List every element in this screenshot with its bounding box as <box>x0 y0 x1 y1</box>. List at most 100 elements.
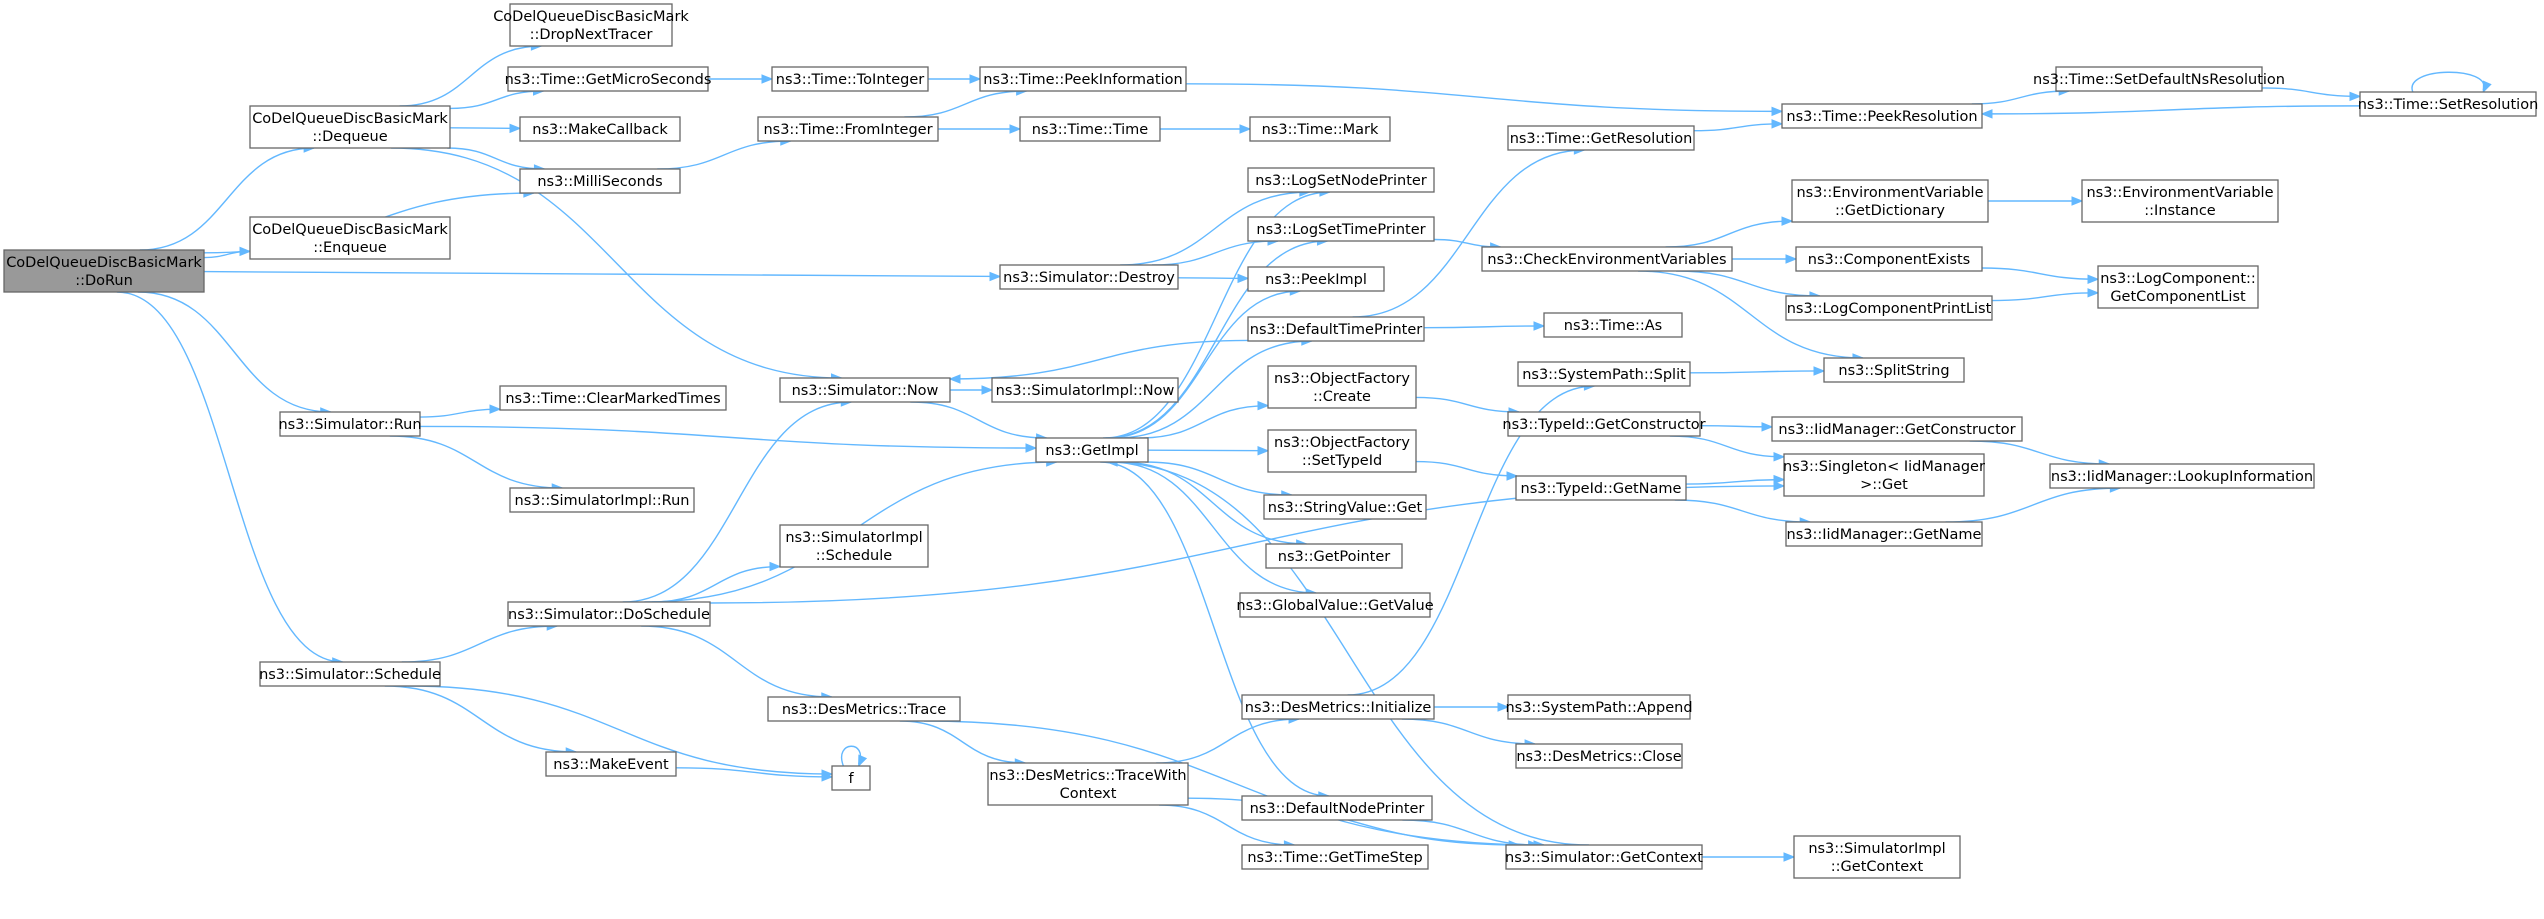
function-node[interactable]: ns3::Time::ToInteger <box>771 66 929 92</box>
function-node[interactable]: f <box>831 765 871 791</box>
edge-line <box>1107 290 1301 439</box>
node-box <box>499 385 727 411</box>
function-node[interactable]: ns3::ObjectFactory::SetTypeId <box>1267 429 1417 473</box>
root-function-node[interactable]: CoDelQueueDiscBasicMark::DoRun <box>3 249 205 293</box>
node-box <box>1507 125 1695 151</box>
function-node[interactable]: ns3::GetImpl <box>1035 437 1149 463</box>
node-box <box>991 377 1179 403</box>
function-node[interactable]: ns3::TypeId::GetConstructor <box>1502 411 1706 437</box>
function-node[interactable]: ns3::Time::ClearMarkedTimes <box>499 385 727 411</box>
edge-line <box>116 291 343 663</box>
function-node[interactable]: ns3::SimulatorImpl::Schedule <box>779 524 929 568</box>
node-box <box>1265 543 1403 569</box>
function-node[interactable]: ns3::Time::Mark <box>1249 116 1391 142</box>
edge-arrowhead <box>1773 481 1786 491</box>
function-node[interactable]: ns3::Simulator::Schedule <box>259 661 441 687</box>
function-node[interactable]: ns3::LogSetNodePrinter <box>1247 167 1435 193</box>
function-node[interactable]: ns3::LogComponentPrintList <box>1785 295 1993 321</box>
edge-line <box>1401 718 1536 745</box>
function-node[interactable]: ns3::Simulator::DoSchedule <box>507 601 711 627</box>
edge-arrowhead <box>1237 273 1250 284</box>
function-node[interactable]: ns3::SystemPath::Split <box>1517 361 1691 387</box>
edge-line <box>1159 804 1295 846</box>
node-box <box>771 66 929 92</box>
edge-n35-to-n39 <box>1147 445 1270 456</box>
function-node[interactable]: ns3::ObjectFactory::Create <box>1267 365 1417 409</box>
function-node[interactable]: ns3::MakeCallback <box>519 116 681 142</box>
function-node[interactable]: ns3::DefaultNodePrinter <box>1241 795 1433 821</box>
function-node[interactable]: ns3::LogComponent::GetComponentList <box>2097 265 2259 309</box>
function-node[interactable]: ns3::SimulatorImpl::Now <box>991 377 1179 403</box>
function-node[interactable]: ns3::Singleton< IidManager >::Get <box>1783 453 1985 497</box>
node-box <box>1241 844 1429 870</box>
function-node[interactable]: ns3::DesMetrics::Initialize <box>1241 694 1435 720</box>
function-node[interactable]: ns3::GetPointer <box>1265 543 1403 569</box>
function-node[interactable]: ns3::Time::GetResolution <box>1507 125 1695 151</box>
function-node[interactable]: ns3::GlobalValue::GetValue <box>1236 592 1434 618</box>
function-node[interactable]: ns3::Time::SetDefaultNsResolution <box>2033 66 2285 92</box>
function-node[interactable]: CoDelQueueDiscBasicMark::Enqueue <box>249 216 451 260</box>
function-node[interactable]: ns3::PeekImpl <box>1247 266 1385 292</box>
function-node[interactable]: ns3::TypeId::GetName <box>1515 475 1687 501</box>
node-box <box>987 762 1189 806</box>
function-node[interactable]: ns3::SystemPath::Append <box>1505 694 1693 720</box>
function-node[interactable]: ns3::Time::GetMicroSeconds <box>505 66 712 92</box>
function-node[interactable]: ns3::Time::PeekResolution <box>1781 103 1983 129</box>
edge-n24-to-n25 <box>1665 216 1794 248</box>
node-label: CoDelQueueDiscBasicMark <box>252 111 448 127</box>
function-node[interactable]: ns3::CheckEnvironmentVariables <box>1481 246 1733 272</box>
function-node[interactable]: ns3::Simulator::Now <box>779 377 951 403</box>
function-node[interactable]: ns3::MakeEvent <box>545 751 677 777</box>
edge-n39-to-n40 <box>1415 460 1519 481</box>
function-node[interactable]: ns3::SplitString <box>1823 357 1965 383</box>
function-node[interactable]: ns3::SimulatorImpl::GetContext <box>1793 835 1961 879</box>
function-node[interactable]: ns3::LogSetTimePrinter <box>1247 216 1435 242</box>
function-node[interactable]: CoDelQueueDiscBasicMark::Dequeue <box>249 105 451 149</box>
node-label: ns3::Simulator::GetContext <box>1505 850 1703 866</box>
edge-arrowhead <box>1761 422 1774 432</box>
function-node[interactable]: ns3::IidManager::LookupInformation <box>2049 463 2315 489</box>
function-node[interactable]: ns3::EnvironmentVariable::Instance <box>2081 179 2279 223</box>
edge-line <box>391 147 842 379</box>
edge-line <box>1981 105 2361 115</box>
edge-arrowhead <box>1257 445 1270 456</box>
function-node[interactable]: ns3::Time::PeekInformation <box>979 66 1187 92</box>
function-node[interactable]: ns3::Time::Time <box>1019 116 1161 142</box>
edge-n51-to-n52 <box>1434 702 1510 712</box>
edge-line <box>419 425 1037 449</box>
function-node[interactable]: ns3::EnvironmentVariable::GetDictionary <box>1791 179 1989 223</box>
node-label: ::Instance <box>2144 203 2216 219</box>
node-box <box>1793 835 1961 879</box>
function-node[interactable]: ns3::Simulator::GetContext <box>1505 844 1703 870</box>
node-label: ns3::Time::PeekResolution <box>1786 109 1977 125</box>
function-node[interactable]: ns3::Time::As <box>1543 312 1683 338</box>
function-node[interactable]: ns3::Time::FromInteger <box>757 116 939 142</box>
function-node[interactable]: ns3::Simulator::Destroy <box>999 264 1179 290</box>
function-node[interactable]: ns3::DesMetrics::Trace <box>767 696 961 722</box>
function-node[interactable]: ns3::MilliSeconds <box>519 168 681 194</box>
node-box <box>1543 312 1683 338</box>
edge-n0-to-n4 <box>203 270 1002 282</box>
edge-arrowhead <box>1771 119 1784 129</box>
function-node[interactable]: ns3::Time::GetTimeStep <box>1241 844 1429 870</box>
edge-n25-to-n26 <box>1988 196 2084 206</box>
node-label: ns3::DefaultNodePrinter <box>1250 801 1425 817</box>
function-node[interactable]: ns3::StringValue::Get <box>1263 494 1427 520</box>
node-box <box>1823 357 1965 383</box>
function-node[interactable]: ns3::IidManager::GetName <box>1785 521 1983 547</box>
function-node[interactable]: CoDelQueueDiscBasicMark::DropNextTracer <box>493 3 689 47</box>
function-node[interactable]: ns3::DesMetrics::Close <box>1515 743 1683 769</box>
function-node[interactable]: ns3::SimulatorImpl::Run <box>509 487 695 513</box>
edge-n16-to-n17 <box>937 124 1022 134</box>
function-node[interactable]: ns3::ComponentExists <box>1795 246 1983 272</box>
edge-arrowhead <box>858 754 868 768</box>
function-node[interactable]: ns3::Time::SetResolution <box>2358 91 2539 117</box>
function-node[interactable]: ns3::IidManager::GetConstructor <box>1771 416 2023 442</box>
edge-n23-to-n10 <box>948 339 1249 384</box>
node-label: ns3::Time::PeekInformation <box>983 72 1182 88</box>
node-label: ns3::DefaultTimePrinter <box>1250 322 1422 338</box>
function-node[interactable]: ns3::Simulator::Run <box>278 411 422 437</box>
function-node[interactable]: ns3::DefaultTimePrinter <box>1247 316 1425 342</box>
node-label: ns3::SimulatorImpl <box>1808 841 1945 857</box>
